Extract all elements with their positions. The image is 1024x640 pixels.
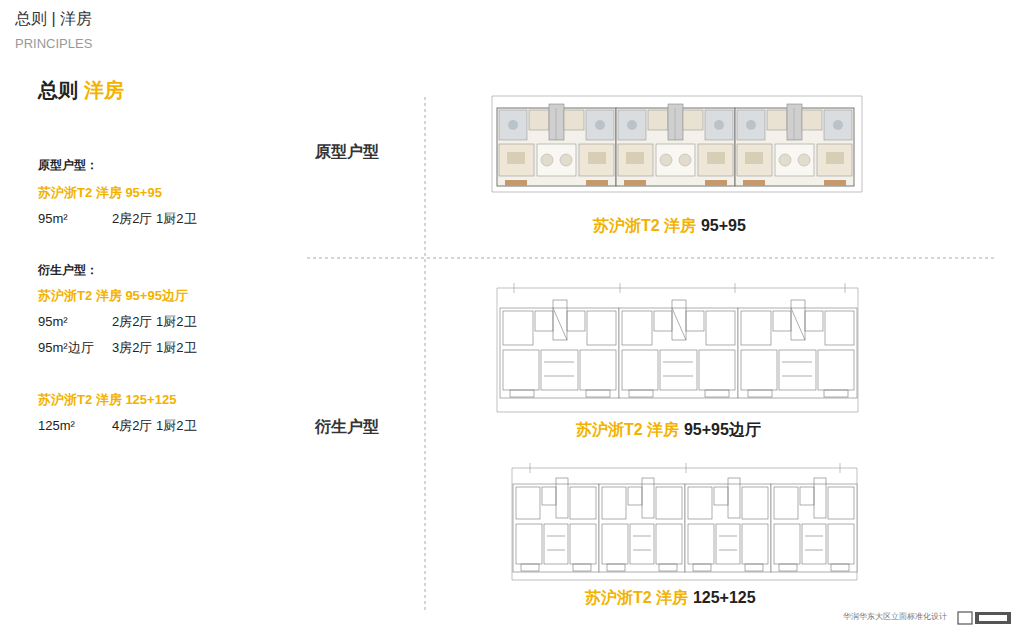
- type-name: 苏沪浙T2 洋房 95+95边厅: [38, 288, 188, 304]
- logo-mark: [958, 612, 1011, 624]
- plan-caption: 苏沪浙T2 洋房: [585, 588, 688, 607]
- room-spec: 2房2厅 1厨2卫: [112, 314, 197, 330]
- plan-caption: 125+125: [693, 588, 756, 607]
- row-label: 衍生户型: [315, 417, 379, 436]
- section-heading: 总则: [38, 78, 78, 102]
- area-value: 125m²: [38, 418, 75, 434]
- slide-header: 总则 | 洋房: [15, 9, 92, 28]
- subtitle: PRINCIPLES: [15, 36, 92, 52]
- room-spec: 4房2厅 1厨2卫: [112, 418, 197, 434]
- plan-caption: 苏沪浙T2 洋房: [576, 420, 679, 439]
- room-spec: 2房2厅 1厨2卫: [112, 211, 197, 227]
- section-heading: 洋房: [84, 78, 124, 102]
- row-label: 原型户型: [315, 142, 379, 161]
- area-value: 95m²边厅: [38, 340, 94, 356]
- plan-caption: 95+95: [701, 216, 746, 235]
- type-name: 苏沪浙T2 洋房 95+95: [38, 185, 162, 201]
- room-spec: 3房2厅 1厨2卫: [112, 340, 197, 356]
- plan-caption: 95+95边厅: [684, 420, 761, 439]
- type-name: 苏沪浙T2 洋房 125+125: [38, 392, 176, 408]
- plan-caption: 苏沪浙T2 洋房: [593, 216, 696, 235]
- group-heading: 原型户型：: [38, 158, 98, 172]
- area-value: 95m²: [38, 211, 68, 227]
- group-heading: 衍生户型：: [38, 263, 98, 277]
- area-value: 95m²: [38, 314, 68, 330]
- footer-note: 华润华东大区立面标准化设计: [843, 612, 947, 622]
